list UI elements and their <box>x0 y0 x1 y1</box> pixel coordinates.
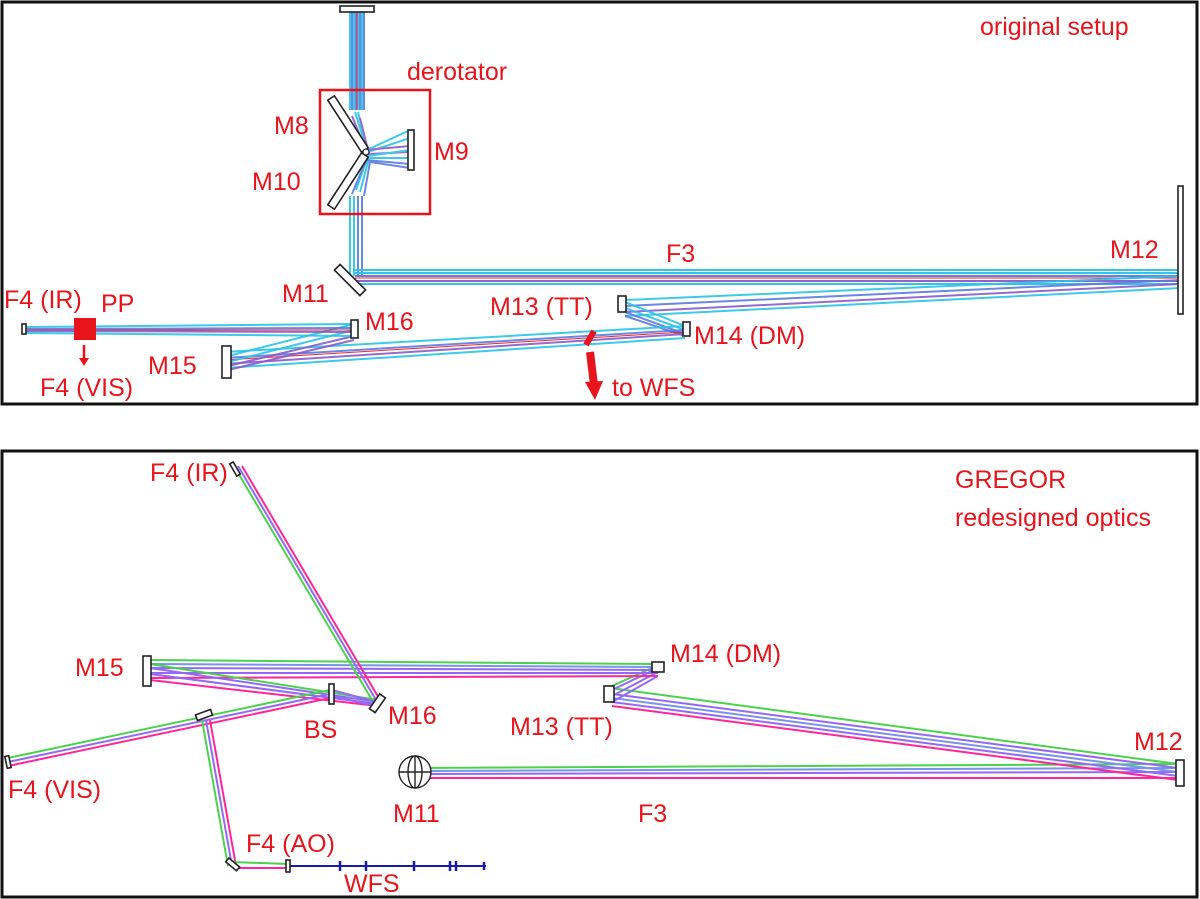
bottom-title-line2: redesigned optics <box>955 504 1151 532</box>
label-m16-top: M16 <box>365 308 414 336</box>
mirror-m15-bottom <box>142 655 152 687</box>
bottom-beam-bundle <box>7 465 1179 869</box>
to-wfs-arrow <box>586 351 598 386</box>
label-m11-top: M11 <box>282 280 329 308</box>
wfs-path <box>288 861 486 871</box>
mirror-m12 <box>1177 185 1184 315</box>
bottom-panel-frame <box>0 449 1199 899</box>
beam-m16-f4ir <box>233 465 381 701</box>
mirror-m12-bottom <box>1175 759 1185 787</box>
wfs-beamsplitter <box>583 329 597 347</box>
label-m14-bottom: M14 (DM) <box>670 640 781 668</box>
beam-m12-m13 <box>624 275 1181 317</box>
label-f3-bottom: F3 <box>638 800 667 828</box>
mirror-m9 <box>407 129 415 171</box>
label-m15-bottom: M15 <box>75 654 124 682</box>
beam-to-ao <box>201 719 289 869</box>
bottom-title-line1: GREGOR <box>955 466 1066 494</box>
beam-bs-f4vis <box>7 689 331 767</box>
label-m16-bottom: M16 <box>388 702 437 730</box>
mirror-f4-ao-end <box>285 859 291 873</box>
mirror-m13-bottom <box>603 685 615 703</box>
label-m11-bottom: M11 <box>393 800 440 828</box>
label-m13-bottom: M13 (TT) <box>510 713 613 741</box>
mirror-m14-bottom <box>651 661 665 673</box>
mirror-f4-end <box>21 323 27 335</box>
label-m15-top: M15 <box>148 352 197 380</box>
mirror-top-entrance <box>339 5 375 13</box>
label-pp: PP <box>101 290 134 318</box>
mirror-fold-ao <box>194 708 214 722</box>
mirror-m14 <box>682 321 691 337</box>
top-panel-frame <box>0 0 1199 406</box>
label-f4-ir-bottom: F4 (IR) <box>150 459 228 487</box>
mirror-m16-bottom <box>368 692 387 714</box>
label-f4-vis-top: F4 (VIS) <box>40 374 133 402</box>
mirror-m11 <box>333 263 367 297</box>
label-m14-top: M14 (DM) <box>694 322 805 350</box>
label-m13-top: M13 (TT) <box>490 293 593 321</box>
label-derotator: derotator <box>407 58 507 86</box>
beam-m12-m13-bottom <box>609 687 1179 781</box>
label-m12-bottom: M12 <box>1134 728 1183 756</box>
beam-f3-bottom <box>417 763 1179 779</box>
derotator-pivot <box>362 148 370 156</box>
mirror-m13 <box>617 295 627 313</box>
beam-vertical-upper <box>349 10 363 110</box>
label-m8: M8 <box>274 112 309 140</box>
label-bs: BS <box>304 716 337 744</box>
label-f4-ir-top: F4 (IR) <box>4 286 82 314</box>
mirror-m16 <box>350 319 359 339</box>
label-m12-top: M12 <box>1110 236 1159 264</box>
mirror-f4-vis-end <box>3 754 13 770</box>
label-f4-vis-bottom: F4 (VIS) <box>8 776 101 804</box>
pupil-plane-marker <box>74 318 96 340</box>
label-m9: M9 <box>434 138 469 166</box>
beam-vertical-lower <box>349 196 355 276</box>
label-wfs: WFS <box>344 870 400 898</box>
top-beam-bundle <box>25 10 1181 371</box>
mirror-m15 <box>221 345 232 379</box>
mirror-f4-ir-end <box>228 460 242 478</box>
label-m10: M10 <box>252 168 301 196</box>
beam-f3 <box>355 269 1180 285</box>
top-panel: original setup derotator M8 M9 M10 F3 M1… <box>0 0 1199 406</box>
beamsplitter-bs <box>328 683 335 705</box>
label-to-wfs: to WFS <box>612 374 695 402</box>
top-title: original setup <box>980 13 1129 41</box>
label-f4-ao: F4 (AO) <box>246 830 335 858</box>
bottom-panel: GREGOR redesigned optics F4 (IR) M15 M14… <box>0 449 1199 899</box>
mirror-m11-bottom <box>398 755 432 789</box>
label-f3-top: F3 <box>666 240 695 268</box>
derotator-box <box>318 88 432 216</box>
mirror-fold-ao-low <box>224 856 241 872</box>
